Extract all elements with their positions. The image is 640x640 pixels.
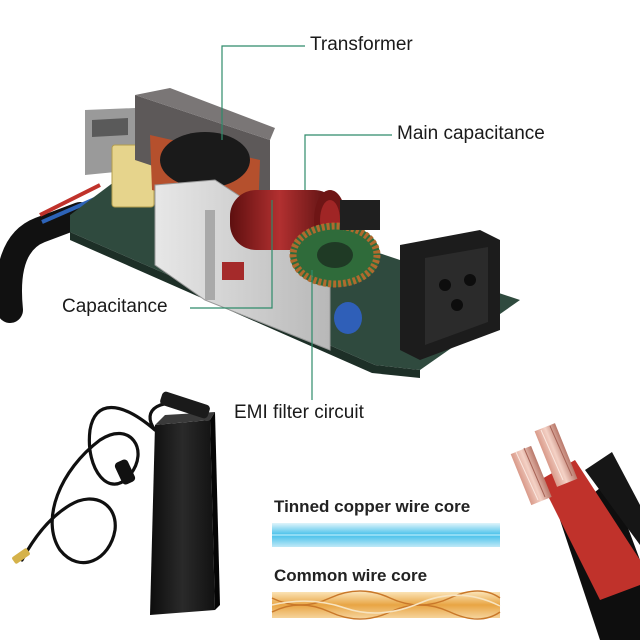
- copper-strands-left: [510, 445, 552, 506]
- copper-strands-right: [534, 423, 578, 487]
- adapter-cable: [20, 406, 157, 564]
- main-capacitance-label: Main capacitance: [397, 123, 545, 144]
- emi-filter-label: EMI filter circuit: [234, 402, 364, 423]
- emi-coil: [289, 222, 381, 288]
- common-wire-label: Common wire core: [274, 566, 428, 585]
- power-supply-board: [0, 88, 520, 378]
- ac-inlet: [400, 230, 500, 360]
- main-capacitance-callout-line: [304, 134, 392, 190]
- callout-lines: [190, 45, 392, 400]
- transformer-label: Transformer: [310, 34, 413, 55]
- capacitance-label: Capacitance: [62, 296, 168, 317]
- laptop-adapter: [12, 391, 220, 615]
- tinned-wire-label: Tinned copper wire core: [274, 497, 471, 516]
- dc-plug: [12, 548, 30, 564]
- transformer-callout-line: [221, 45, 305, 140]
- cable-cross-section: [510, 423, 640, 640]
- dc-cable-left: [0, 202, 93, 323]
- blue-capacitor: [334, 302, 362, 334]
- capacitance-callout-line: [190, 200, 273, 309]
- wire-comparison: [271, 523, 501, 620]
